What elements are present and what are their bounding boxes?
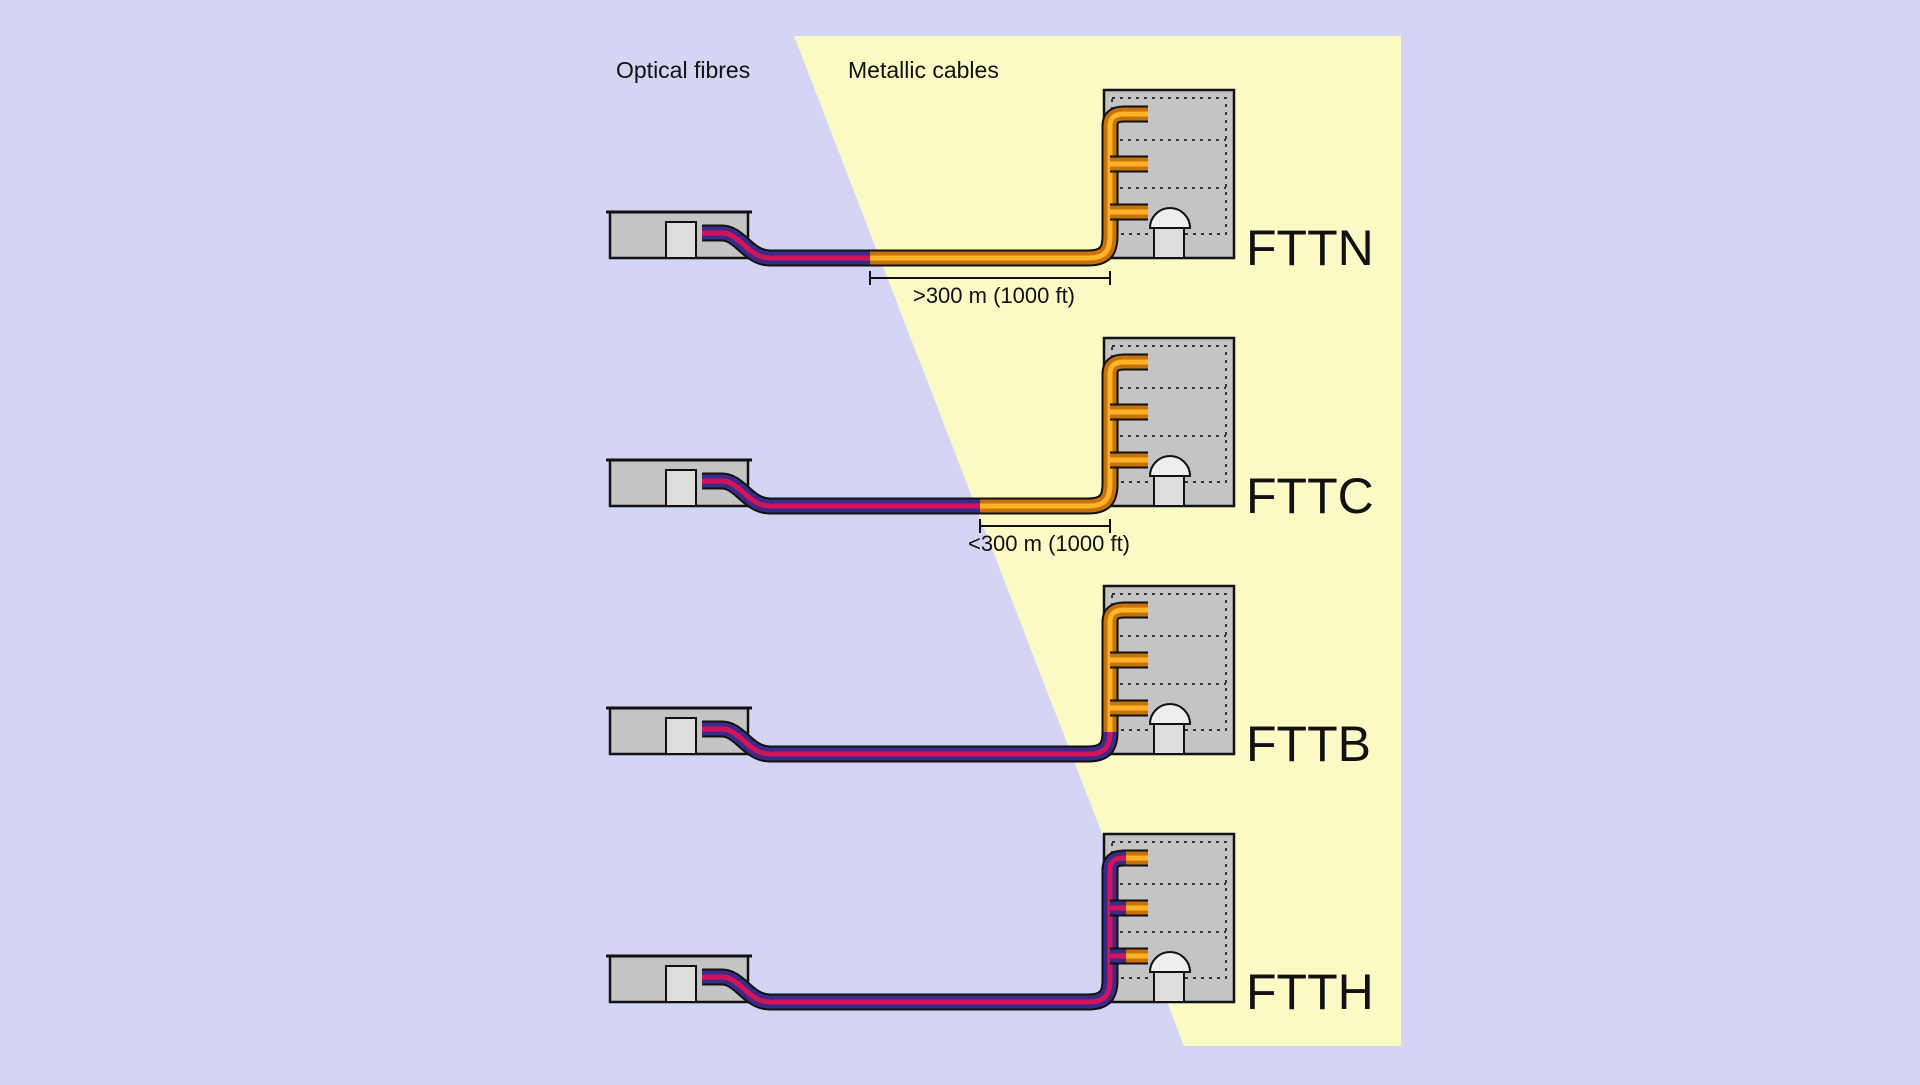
copper-riser [1101, 601, 1148, 732]
exchange-door [665, 469, 697, 507]
optical-fibres-label: Optical fibres [616, 57, 750, 83]
fibre-lead [702, 968, 772, 1011]
row-fttc: <300 m (1000 ft) FTTC [606, 336, 1374, 556]
row-fttn: >300 m (1000 ft) FTTN [606, 88, 1374, 308]
row-label: FTTC [1246, 468, 1374, 524]
exchange-door [665, 221, 697, 259]
fibre-lead [702, 224, 772, 267]
building-door [1153, 227, 1185, 259]
exchange-door [665, 965, 697, 1003]
row-label: FTTH [1246, 964, 1374, 1020]
metallic-zone [794, 36, 1401, 1046]
building-door [1153, 971, 1185, 1003]
dome-icon [1148, 455, 1192, 477]
building-door [1153, 723, 1185, 755]
building-door [1153, 475, 1185, 507]
metallic-cables-label: Metallic cables [848, 57, 999, 83]
distance-label: >300 m (1000 ft) [913, 283, 1075, 308]
distance-label: <300 m (1000 ft) [968, 531, 1130, 556]
row-ftth: FTTH [606, 832, 1374, 1020]
fibre-lead [702, 472, 772, 515]
row-label: FTTN [1246, 220, 1374, 276]
exchange-door [665, 717, 697, 755]
row-label: FTTB [1246, 716, 1371, 772]
fibre-lead [702, 720, 772, 763]
dome-icon [1148, 207, 1192, 229]
fibre-bend [1087, 731, 1119, 763]
dome-icon [1148, 951, 1192, 973]
row-fttb: FTTB [606, 584, 1371, 772]
copper-riser [1087, 105, 1148, 267]
dome-icon [1148, 703, 1192, 725]
fibre-riser [1087, 849, 1133, 1011]
copper-riser [1087, 353, 1148, 515]
